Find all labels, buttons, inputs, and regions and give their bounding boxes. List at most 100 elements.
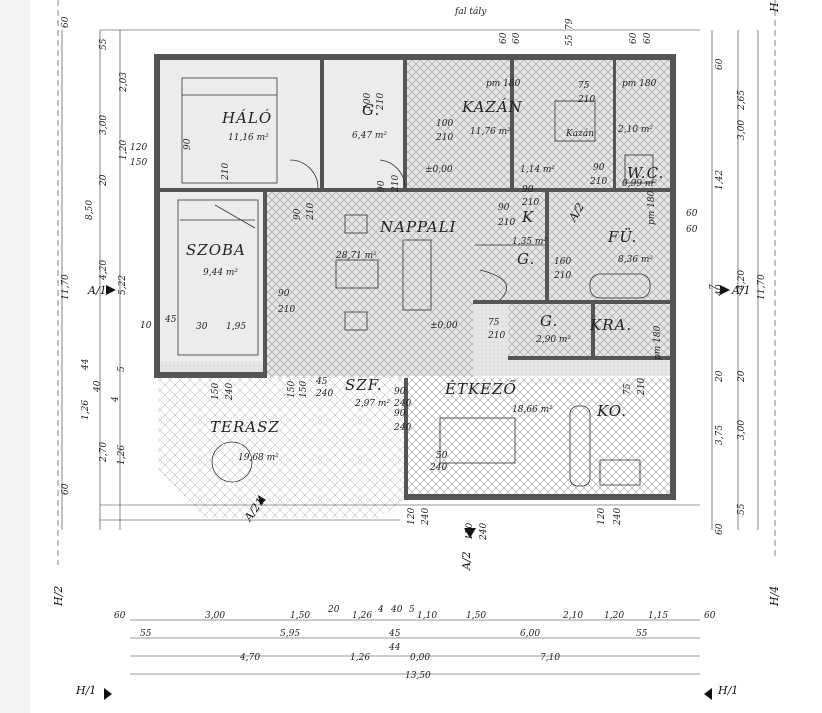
opening-36: 120 xyxy=(597,508,607,525)
dim-b1-11: 1,20 xyxy=(604,611,624,621)
pm180-c: pm 180 xyxy=(647,190,657,225)
dim-b1-5: 4 xyxy=(377,605,384,615)
dim-b1-8: 1,10 xyxy=(417,611,437,621)
dim-l-inner-6: 44 xyxy=(81,358,91,371)
opening-43: 240 xyxy=(429,463,447,473)
dim-b1-3: 20 xyxy=(327,605,340,615)
opening-8: 75 xyxy=(578,81,590,91)
opening-2: 100 xyxy=(363,93,373,110)
dim-r-inner-1: 3,00 xyxy=(737,120,747,140)
opening-31: 240 xyxy=(225,383,235,401)
opening-16: 90 xyxy=(498,203,510,213)
opening-30: 150 xyxy=(211,383,221,400)
scan-edge xyxy=(0,0,30,713)
section-arrow-a2-bottom xyxy=(464,528,476,538)
room-area-nappali: 28,71 m² xyxy=(335,251,377,261)
opening-38: 120 xyxy=(407,508,417,525)
dim-b2-2: 45 xyxy=(388,629,401,639)
section-arrow-a1-right xyxy=(720,285,730,295)
room-name-kra: KRA. xyxy=(589,316,632,334)
dim-l-inner-7: 40 xyxy=(93,380,103,393)
pm180-d: pm 180 xyxy=(653,325,663,360)
dim-l-misc-1: 10 xyxy=(140,321,152,331)
dim-l-inner-4: 150 xyxy=(130,158,147,168)
dim-r-inner-5: 3,00 xyxy=(737,420,747,440)
room-name-wc: W.C. xyxy=(627,164,664,182)
room-area-etkezo: 18,66 m² xyxy=(512,405,553,415)
dim-l-inner-9: 1,26 xyxy=(81,400,91,420)
dim-b1-0: 60 xyxy=(114,611,126,621)
opening-42: 50 xyxy=(436,451,448,461)
dim-l-outer-4: 4,20 xyxy=(99,260,109,281)
opening-10: 90 xyxy=(593,163,605,173)
level-b: ±0,00 xyxy=(430,321,458,331)
opening-6: 100 xyxy=(436,119,453,129)
dim-l-outer-5: 60 xyxy=(61,483,71,495)
opening-17: 210 xyxy=(497,218,515,228)
dim-r-inner-6: 55 xyxy=(737,503,747,515)
level-a: ±0,00 xyxy=(425,165,453,175)
opening-29: 240 xyxy=(393,423,411,433)
dim-l-outer-1: 11,70 xyxy=(61,274,71,300)
room-name-szf: SZF. xyxy=(345,376,383,394)
room-area-kazan: 11,76 m² xyxy=(470,127,511,137)
opening-34: 45 xyxy=(315,377,328,387)
section-arrow-h1-left xyxy=(104,688,112,700)
room-name-g-top: G. xyxy=(362,101,380,119)
room-area-szf: 2,97 m² xyxy=(354,399,390,409)
dim-r-inner-9: 60 xyxy=(686,225,698,235)
dim-b1-1: 3,00 xyxy=(205,611,225,621)
room-name-g-low: G. xyxy=(540,312,558,330)
dim-l-inner-5: 20 xyxy=(99,174,109,187)
dim-l-misc-0: 120 xyxy=(130,143,147,153)
dimension-lines xyxy=(57,0,776,675)
walls xyxy=(154,54,676,500)
misc-labels: fal tály ±0,00 ±0,00 pm 180 pm 180 pm 18… xyxy=(425,6,663,360)
dims-bottom: 60 3,00 1,50 20 1,26 4 40 5 1,10 1,50 2,… xyxy=(114,605,716,681)
opening-21: 210 xyxy=(553,271,571,281)
dim-r-inner-0: 2,65 xyxy=(737,90,747,111)
room-name-halo: HÁLÓ xyxy=(221,109,272,127)
dim-t-2: 79 xyxy=(565,18,575,30)
dim-l-inner-1: 2,03 xyxy=(119,72,129,93)
room-area-halo: 11,16 m² xyxy=(228,133,269,143)
room-area-fu: 8,36 m² xyxy=(618,255,653,265)
dim-l-misc-3: 30 xyxy=(196,322,208,332)
section-arrow-h1-right xyxy=(704,688,712,700)
dim-b3-3: 0,00 xyxy=(410,653,430,663)
opening-5: 210 xyxy=(391,175,401,193)
room-labels: HÁLÓ 11,16 m² G. 6,47 m² KAZÁN 11,76 m² … xyxy=(186,98,664,463)
opening-11: 210 xyxy=(589,177,607,187)
section-h2: H/2 xyxy=(52,586,65,607)
room-name-nappali: NAPPALI xyxy=(379,218,457,236)
room-name-fu: FÜ. xyxy=(607,228,637,246)
dim-r-inner-7: 60 xyxy=(715,523,725,535)
opening-3: 210 xyxy=(376,93,386,111)
dim-l-misc-2: 45 xyxy=(164,315,177,325)
opening-23: 210 xyxy=(487,331,505,341)
dim-t-4: 60 xyxy=(629,32,639,44)
section-h4: H/4 xyxy=(768,586,781,607)
dim-t-5: 60 xyxy=(643,32,653,44)
opening-32: 150 xyxy=(287,381,297,398)
opening-22: 75 xyxy=(488,318,500,328)
opening-33: 150 xyxy=(299,381,309,398)
section-h1-right: H/1 xyxy=(717,684,738,697)
dim-l-inner-11: 1,26 xyxy=(117,445,127,465)
dim-l-inner-8: 5 xyxy=(117,366,127,372)
section-arrow-a21 xyxy=(258,495,266,505)
opening-26: 90 xyxy=(394,387,406,397)
dim-r-outer-1: 11,70 xyxy=(757,274,767,300)
opening-41: 240 xyxy=(479,523,489,541)
room-area-wc: 0,99 m² xyxy=(622,179,657,189)
opening-0: 90 xyxy=(183,138,193,150)
dim-b2-3: 6,00 xyxy=(520,629,540,639)
room-fills xyxy=(158,58,674,518)
opening-27: 240 xyxy=(393,399,411,409)
top-note: fal tály xyxy=(454,6,487,17)
dim-b1-6: 40 xyxy=(390,605,403,615)
dim-l-misc-4: 1,95 xyxy=(226,322,246,332)
dim-r-outer-2: 3,75 xyxy=(715,425,725,445)
dim-b1-10: 2,10 xyxy=(562,611,583,621)
dim-l-inner-2: 3,00 xyxy=(99,115,109,135)
